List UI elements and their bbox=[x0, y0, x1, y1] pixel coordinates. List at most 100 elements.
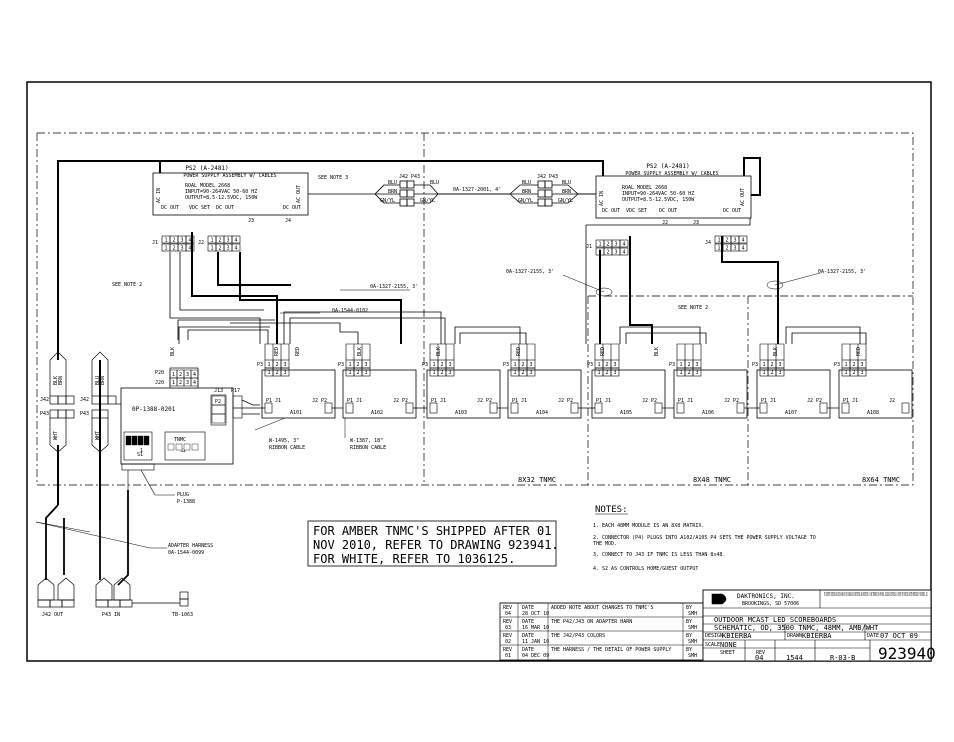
cable-label-1: 0A-1327-2155, 3' bbox=[370, 284, 418, 290]
module-p3-pin: 1 bbox=[349, 370, 352, 376]
module-p3-pin: 2 bbox=[441, 370, 444, 376]
side-p43: P43 bbox=[80, 411, 89, 417]
side-j42: J42 bbox=[40, 397, 49, 403]
ctrl-part: 0P-1388-0201 bbox=[132, 406, 176, 413]
module-p3-pin: 1 bbox=[514, 362, 517, 368]
module-p3-pin: 3 bbox=[861, 362, 864, 368]
ac-cable-label: 0A-1327-2001, 4' bbox=[453, 187, 501, 193]
module-p3-pin: 3 bbox=[861, 370, 864, 376]
see-note-2-b: SEE NOTE 2 bbox=[678, 305, 708, 311]
module-p3-label: P3 bbox=[257, 362, 263, 368]
wire-color-tag: RED bbox=[274, 347, 280, 356]
module-p3-pin: 3 bbox=[530, 362, 533, 368]
module-p3-pin: 1 bbox=[845, 362, 848, 368]
ctrl-j20-pin: 2 bbox=[179, 380, 182, 386]
ctrl-tnmc: TNMC bbox=[174, 437, 186, 443]
rev-header-date: DATE bbox=[522, 605, 534, 611]
module-p3-pin: 1 bbox=[349, 362, 352, 368]
module-p3-pin: 3 bbox=[696, 362, 699, 368]
dc-pin: 2 bbox=[607, 242, 610, 248]
dc-pin: 1 bbox=[599, 250, 602, 256]
module-p3-pin: 2 bbox=[688, 362, 691, 368]
dc-pin: 3 bbox=[181, 246, 184, 252]
callout-line-1: FOR AMBER TNMC'S SHIPPED AFTER 01 bbox=[313, 524, 551, 538]
rev-date: 04 DEC 09 bbox=[522, 653, 549, 659]
wire-wht-1: WHT bbox=[53, 431, 59, 440]
adapter-label-1: ADAPTER HARNESS bbox=[168, 543, 213, 549]
signal-wiring bbox=[169, 218, 867, 344]
module-p3-pin: 3 bbox=[365, 362, 368, 368]
module-name: A106 bbox=[702, 410, 714, 416]
ps1-ac-out: AC OUT bbox=[296, 185, 302, 203]
rev-header-rev: REV bbox=[503, 647, 512, 653]
module-p3-pin: 1 bbox=[433, 370, 436, 376]
cable-label-ribbon: 0A-1544-0102 bbox=[332, 308, 368, 314]
ctrl-s2: S2 bbox=[180, 448, 186, 454]
module-p2-label: J2 P2 bbox=[393, 398, 408, 404]
module-p3-pin: 3 bbox=[530, 370, 533, 376]
note-2b: THE MOD. bbox=[593, 541, 617, 547]
wire-color-tag: RED bbox=[516, 347, 522, 356]
enclosure-dashed bbox=[36, 132, 914, 486]
module-p3-pin: 3 bbox=[696, 370, 699, 376]
rev-description: THE HARNESS / THE DETAIL OF POWER SUPPLY bbox=[551, 647, 671, 653]
dc-pin: 3 bbox=[181, 238, 184, 244]
rev-number: 01 bbox=[505, 653, 511, 659]
module-p3-pin: 1 bbox=[598, 362, 601, 368]
dc-jack-label: J1 bbox=[152, 240, 158, 246]
rev-header-rev: REV bbox=[503, 605, 512, 611]
module-p3-label: P3 bbox=[669, 362, 675, 368]
rev-description: THE P42/J43 ON ADAPTER HARN bbox=[551, 619, 632, 625]
plug-label-1: PLUG bbox=[177, 492, 189, 498]
dc-pin: 3 bbox=[615, 250, 618, 256]
module-p2-label: J2 P2 bbox=[477, 398, 492, 404]
module-p3-label: P3 bbox=[503, 362, 509, 368]
ps2-input: INPUT=90-264VAC 50-60 HZ bbox=[622, 191, 694, 197]
title-block bbox=[702, 589, 932, 662]
dc-pin: 3 bbox=[734, 238, 737, 244]
ctrl-p20-pin: 1 bbox=[172, 372, 175, 378]
rev-header-date: DATE bbox=[522, 647, 534, 653]
wire-color-tag: BLK bbox=[170, 347, 176, 356]
rev-number: 03 bbox=[505, 625, 511, 631]
power-supply-2: PS2 (A-2481) POWER SUPPLY ASSEMBLY W/ CA… bbox=[595, 163, 752, 226]
module-name: A108 bbox=[867, 410, 879, 416]
module-p3-label: P3 bbox=[834, 362, 840, 368]
module-p1-label: P1 J1 bbox=[843, 398, 858, 404]
wire-color-tag: RED bbox=[600, 347, 606, 356]
module-p1-label: P1 J1 bbox=[596, 398, 611, 404]
ctrl-j13-pin: P2 bbox=[215, 399, 221, 405]
bottom-tb: TB-1063 bbox=[172, 612, 193, 618]
ps1-title: POWER SUPPLY ASSEMBLY W/ CABLES bbox=[183, 173, 276, 179]
rev-header-rev: REV bbox=[503, 619, 512, 625]
module-p1-label: P1 J1 bbox=[678, 398, 693, 404]
dc-pin: 1 bbox=[599, 242, 602, 248]
ac-j42-1: J42 bbox=[399, 174, 408, 180]
rev-header-by: BY bbox=[686, 633, 692, 639]
module-p3-pin: 2 bbox=[357, 362, 360, 368]
ps2-jack-3: J3 bbox=[693, 220, 699, 226]
dc-pin: 4 bbox=[235, 238, 238, 244]
tb-date-label: DATE bbox=[867, 633, 879, 639]
module-p2-label: J2 P2 bbox=[312, 398, 327, 404]
rev-by: SMH bbox=[688, 611, 697, 617]
adapter-label-2: 0A-1544-0099 bbox=[168, 550, 204, 556]
ac-blu-2: BLU bbox=[430, 180, 439, 186]
rev-by: SMH bbox=[688, 653, 697, 659]
callout-line-2: NOV 2010, REFER TO DRAWING 923941. bbox=[313, 538, 559, 552]
module-p1-label: P1 J1 bbox=[266, 398, 281, 404]
tb-rev-label: REV bbox=[756, 650, 765, 656]
ps2-model: ROAL MODEL 2668 bbox=[622, 185, 667, 191]
tnmc-controller: P20 J20 0P-1388-0201 J13 P17 S1 S2 TNMC … bbox=[120, 367, 346, 471]
ac-gnyl-2: GN/YL bbox=[420, 198, 435, 204]
dc-pin: 3 bbox=[227, 246, 230, 252]
cable-label-3: 0A-1327-2155, 3' bbox=[818, 269, 866, 275]
cable-leaders bbox=[280, 272, 821, 314]
rev-header-date: DATE bbox=[522, 619, 534, 625]
ctrl-j20-pin: 1 bbox=[172, 380, 175, 386]
